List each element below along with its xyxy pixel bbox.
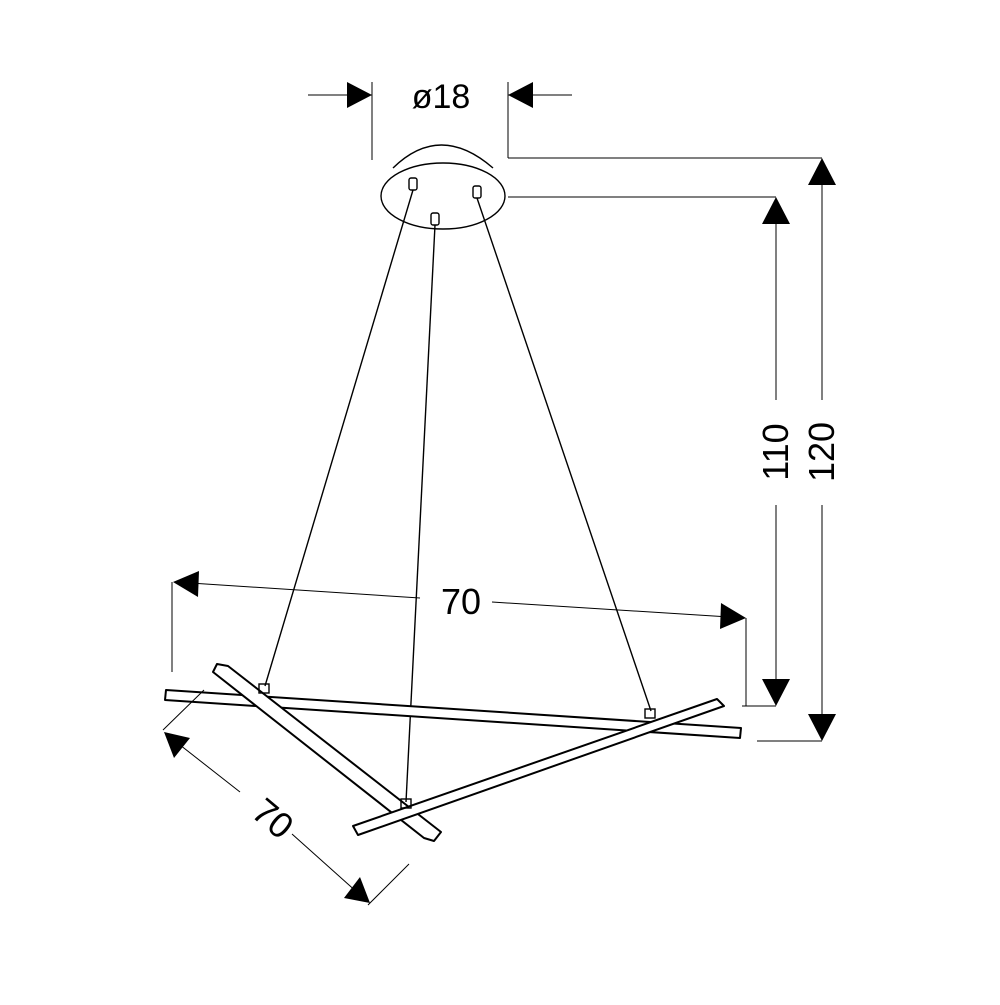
arrow-side-bottom (344, 877, 370, 903)
cable-grip-center (430, 212, 440, 226)
bar-mount-center (400, 798, 412, 809)
canopy-back-edge (392, 144, 494, 169)
cable-grip-left (408, 177, 418, 191)
arrow-diameter-right (508, 82, 533, 108)
dimension-overall-height: 120 (508, 157, 842, 742)
dimension-canopy-diameter: ø18 (308, 78, 572, 160)
ceiling-canopy (380, 144, 506, 230)
dimension-height-to-bars: 110 (508, 196, 796, 707)
cable-grip-right (472, 185, 482, 199)
arrow-side-top (164, 732, 190, 758)
light-bar-diagonal-down (212, 663, 442, 842)
dim-line-width-left (174, 581, 421, 599)
label-height-to-bars: 110 (755, 423, 796, 480)
arrow-diameter-left (347, 82, 372, 108)
arrow-width-left (173, 571, 199, 597)
cable-left (264, 189, 414, 687)
label-width-front: 70 (441, 581, 481, 622)
dim-line-width-right (491, 601, 746, 619)
light-bar-horizontal (164, 689, 742, 739)
cable-right (476, 197, 652, 712)
ext-line-side-bottom (367, 863, 410, 906)
dimension-width-front: 70 (171, 571, 747, 706)
arrow-110-bottom (762, 679, 790, 706)
bar-mount-left (258, 683, 270, 694)
label-overall-height: 120 (801, 422, 842, 482)
arrow-height-top (808, 158, 836, 185)
bar-mount-right (644, 708, 656, 719)
label-width-side: 70 (245, 790, 302, 847)
arrow-height-bottom (808, 714, 836, 741)
arrow-width-right (720, 603, 746, 629)
light-bars (164, 663, 742, 842)
light-bar-diagonal-up (352, 698, 725, 836)
arrow-110-top (762, 197, 790, 224)
label-canopy-diameter: ø18 (412, 78, 471, 116)
canopy-plate (380, 162, 506, 230)
ext-line-side-top (162, 689, 205, 731)
